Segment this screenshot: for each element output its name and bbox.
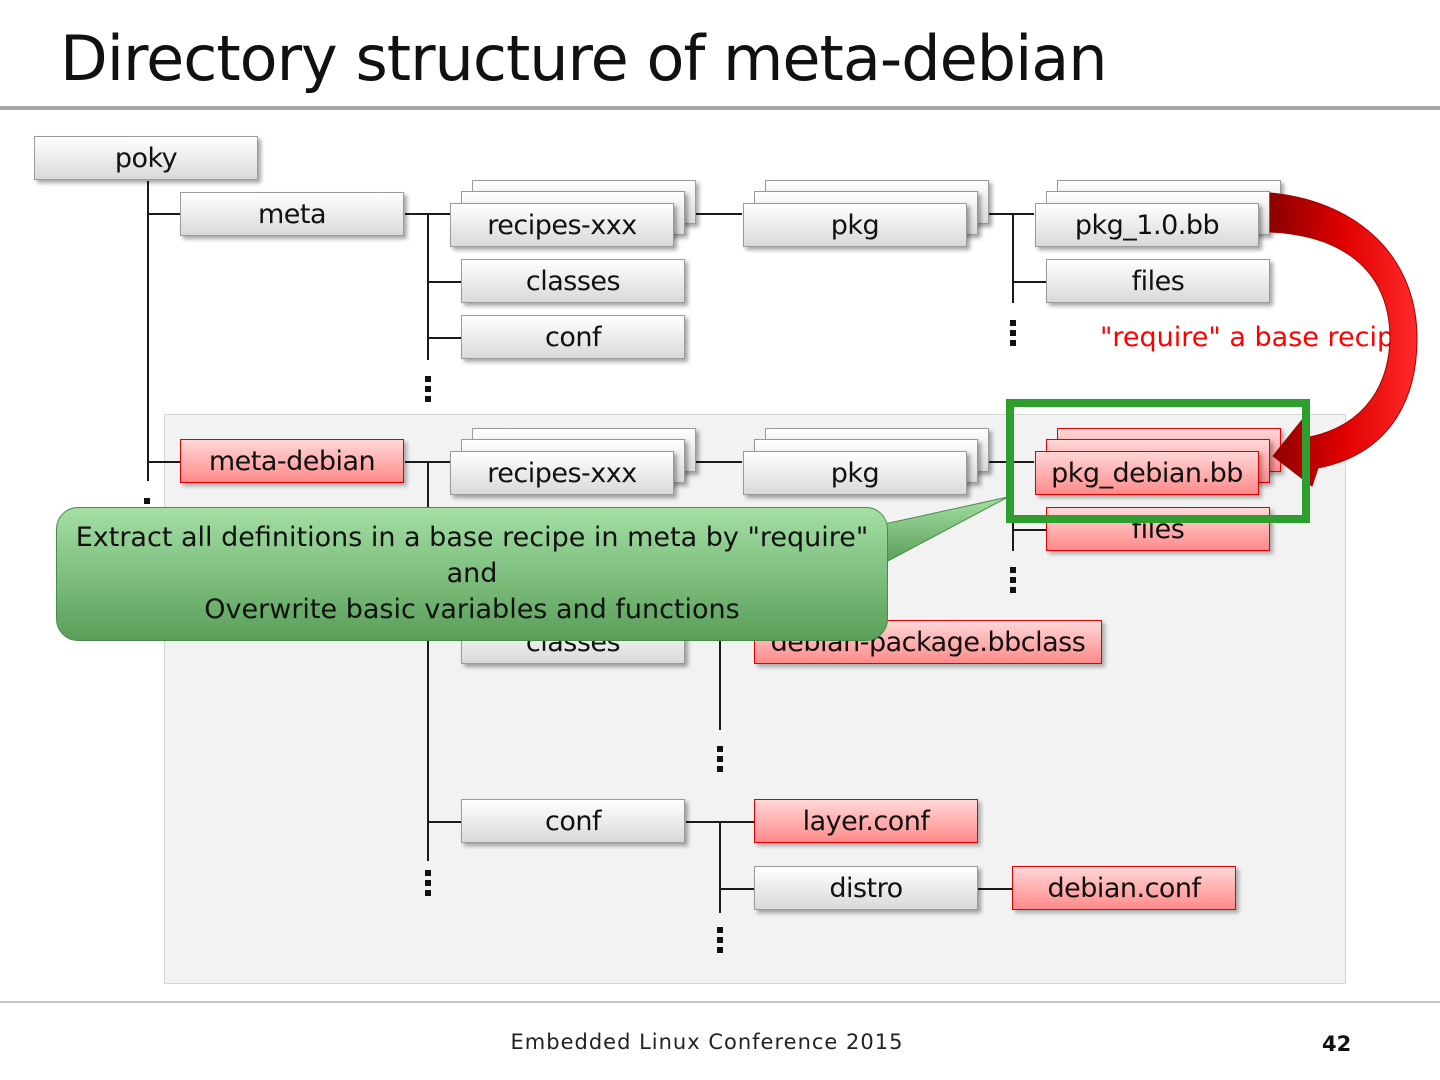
md-recipes-box: recipes-xxx [450,451,674,495]
more-items-ellipsis [717,746,723,776]
slide-title: Directory structure of meta-debian [60,22,1108,95]
tree-line [967,461,1034,463]
tree-line [674,461,742,463]
highlight-frame [1006,399,1310,523]
footer-rule [0,1001,1440,1003]
tree-line [427,461,429,861]
tree-line [147,213,180,215]
meta-conf-box: conf [461,315,685,359]
tree-line [147,461,180,463]
tree-line [1012,213,1014,303]
md-layer-conf-box: layer.conf [754,799,978,843]
meta-pkg-bb-box: pkg_1.0.bb [1035,203,1259,247]
more-items-ellipsis [425,376,431,406]
more-items-ellipsis [144,498,150,508]
title-rule [0,106,1440,110]
callout-tail [879,496,1009,563]
meta-classes-box: classes [461,259,685,303]
tree-line [427,281,461,283]
md-pkg-box: pkg [743,451,967,495]
tree-line [978,888,1012,890]
more-items-ellipsis [425,870,431,900]
tree-line [674,213,742,215]
tree-line [427,821,461,823]
tree-line [719,821,721,913]
tree-line [967,213,1034,215]
tree-line [719,640,721,730]
tree-line [1012,281,1046,283]
tree-line [427,337,461,339]
meta-recipes-box: recipes-xxx [450,203,674,247]
md-debian-conf-box: debian.conf [1012,866,1236,910]
more-items-ellipsis [717,927,723,957]
md-distro-box: distro [754,866,978,910]
require-arrow [1269,192,1418,487]
md-pkg-bb-box: pkg_debian.bb [1035,451,1259,495]
footer-text: Embedded Linux Conference 2015 [510,1030,904,1054]
meta-box: meta [180,192,404,236]
poky-box: poky [34,136,258,180]
require-annotation: "require" a base recipe [1100,322,1411,353]
meta-pkg-box: pkg [743,203,967,247]
meta-files-box: files [1046,259,1270,303]
tree-line [427,213,429,360]
tree-line [719,888,754,890]
callout-box: Extract all definitions in a base recipe… [56,507,888,641]
more-items-ellipsis [1010,567,1016,597]
meta-debian-box: meta-debian [180,439,404,483]
tree-line [147,181,149,481]
more-items-ellipsis [1010,320,1016,350]
tree-line [1012,529,1046,531]
md-bbclass-box: debian-package.bbclass [754,620,1102,664]
page-number: 42 [1322,1032,1352,1056]
callout-line: Overwrite basic variables and functions [204,594,740,625]
md-conf-box: conf [461,799,685,843]
callout-line: Extract all definitions in a base recipe… [75,522,869,553]
callout-line: and [446,558,498,589]
